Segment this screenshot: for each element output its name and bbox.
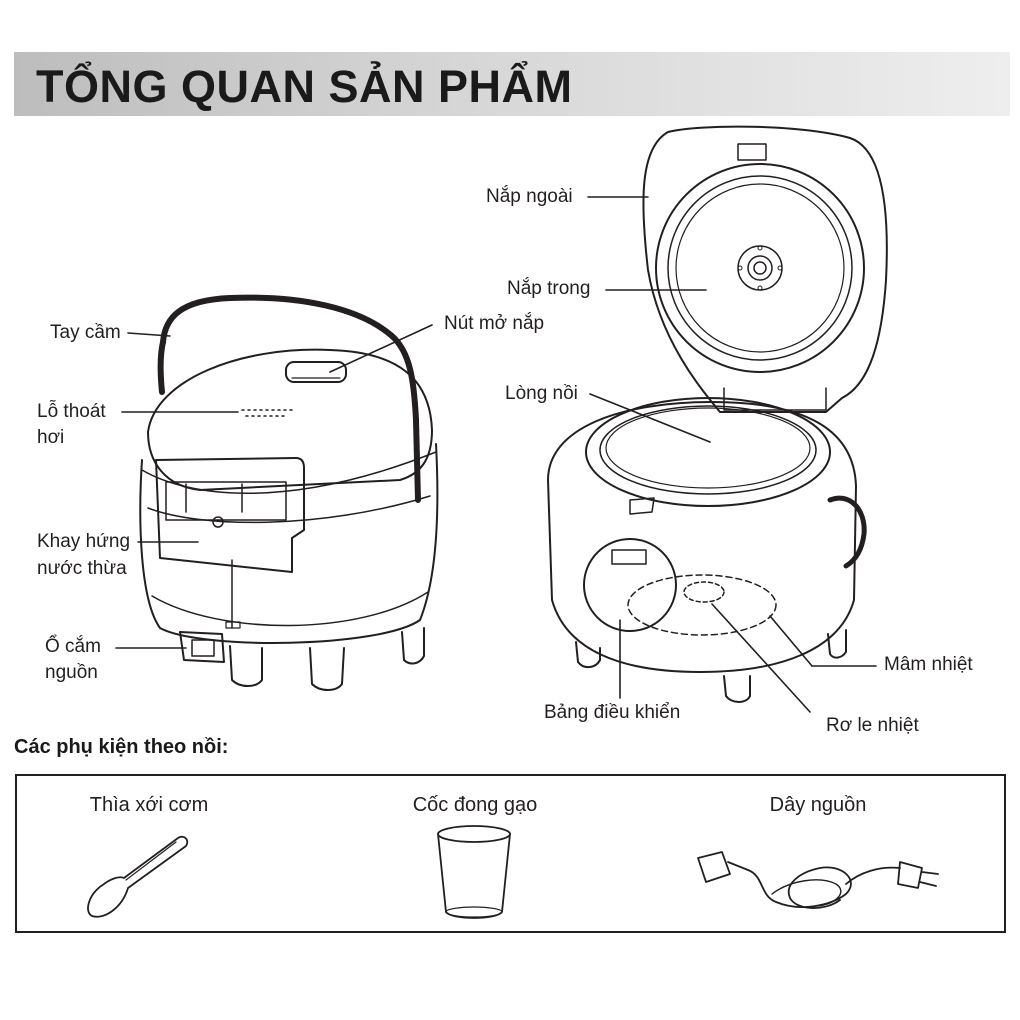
- power-cord-icon: [697, 851, 939, 909]
- label-socket-line2: nguồn: [45, 662, 98, 683]
- label-handle: Tay cầm: [50, 322, 121, 343]
- accessory-label-cord: Dây nguồn: [769, 794, 867, 816]
- inner-pot: [585, 397, 831, 507]
- label-heating-plate: Mâm nhiệt: [884, 654, 973, 675]
- cooker-body: [139, 443, 439, 644]
- accessories-heading: Các phụ kiện theo nồi:: [14, 736, 229, 758]
- control-panel: [583, 538, 677, 632]
- accessories-box: [15, 774, 1006, 933]
- leader-lines: [115, 196, 877, 713]
- heating-plate: [627, 574, 777, 636]
- label-control-panel: Bảng điều khiển: [544, 702, 681, 723]
- carry-handle: [160, 294, 421, 503]
- label-steam-vent-line1: Lỗ thoát: [37, 401, 106, 422]
- label-inner-pot: Lòng nồi: [505, 383, 578, 404]
- label-lid-button: Nút mở nắp: [444, 313, 545, 334]
- rice-spoon-icon: [87, 835, 189, 918]
- condensation-tray: [155, 457, 305, 573]
- label-thermostat: Rơ le nhiệt: [826, 715, 919, 736]
- label-socket-line1: Ổ cắm: [45, 636, 101, 657]
- inner-lid: [655, 163, 865, 373]
- thermostat: [683, 581, 725, 603]
- label-outer-lid: Nắp ngoài: [486, 186, 573, 207]
- open-cooker-drawing: [547, 125, 888, 703]
- page-title: TỔNG QUAN SẢN PHẨM: [36, 61, 573, 112]
- outer-lid: [642, 125, 888, 413]
- lid-open-button: [285, 361, 347, 383]
- label-inner-lid: Nắp trong: [507, 278, 591, 299]
- label-tray-line2: nước thừa: [37, 558, 127, 579]
- accessory-label-cup: Cốc đong gạo: [412, 794, 538, 816]
- power-socket: [179, 631, 225, 663]
- accessory-label-spoon: Thìa xới cơm: [89, 794, 209, 816]
- title-banner: [14, 52, 1010, 116]
- steam-vent: [241, 409, 293, 417]
- closed-cooker-drawing: [139, 294, 439, 691]
- measuring-cup-icon: [437, 825, 511, 919]
- label-tray-line1: Khay hứng: [37, 531, 131, 552]
- label-steam-vent-line2: hơi: [37, 427, 65, 448]
